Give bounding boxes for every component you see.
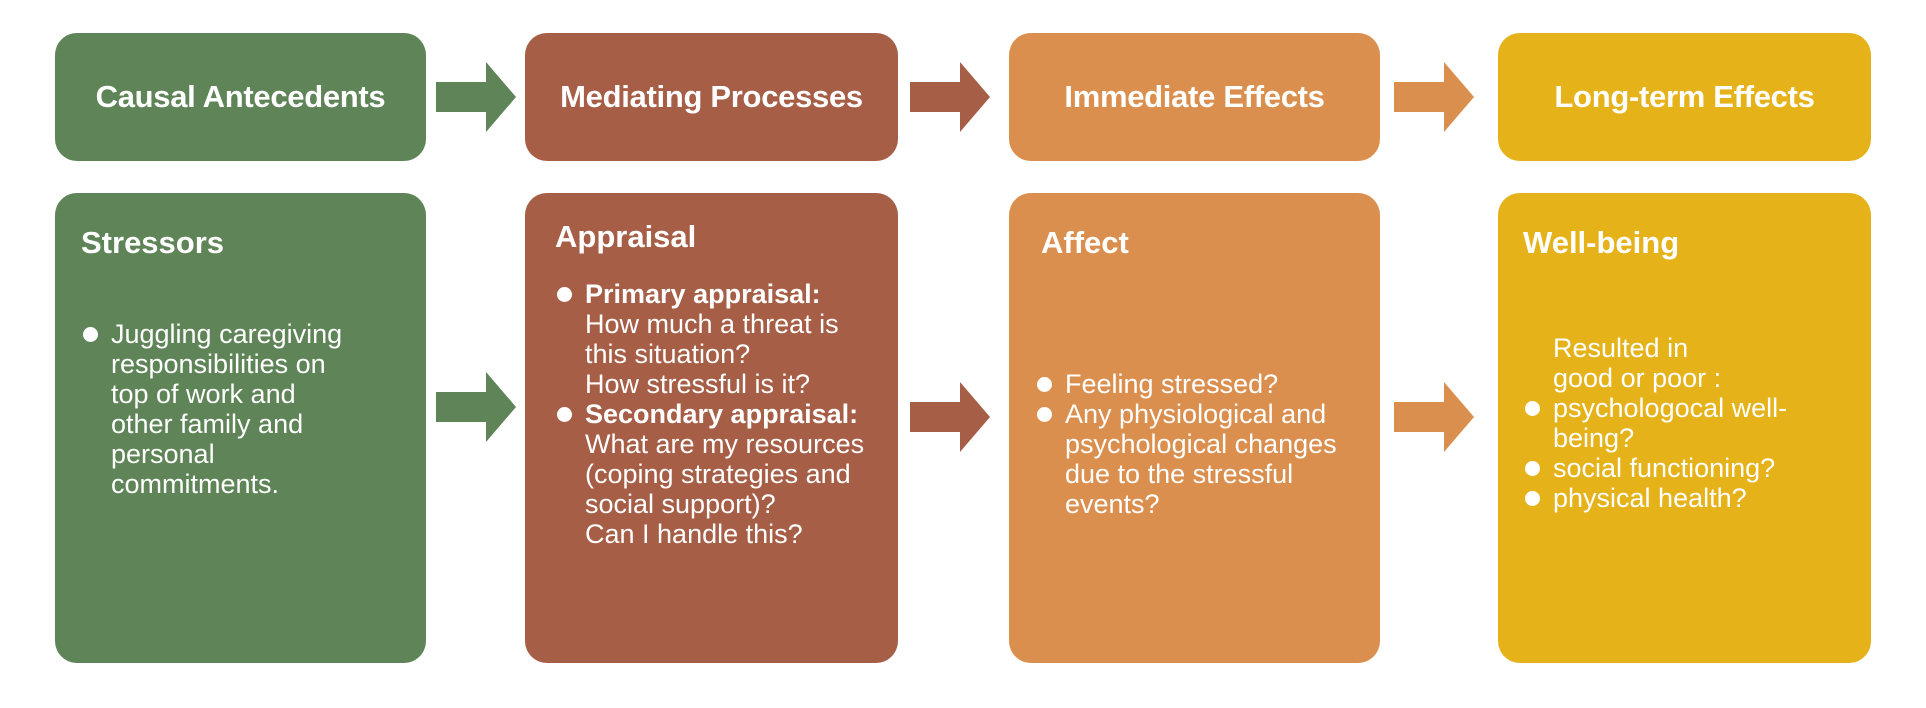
header-label: Long-term Effects bbox=[1554, 79, 1815, 114]
header-label: Causal Antecedents bbox=[95, 79, 386, 114]
header-mediating-processes: Mediating Processes bbox=[525, 33, 898, 161]
wellbeing-title: Well-being bbox=[1523, 225, 1680, 260]
header-long-term-effects: Long-term Effects bbox=[1498, 33, 1871, 161]
arrow-right-icon bbox=[436, 372, 516, 442]
list-item: Primary appraisal: How much a threat is … bbox=[555, 279, 874, 399]
bullet-icon bbox=[557, 407, 572, 422]
intro-text: Resulted in good or poor : bbox=[1523, 333, 1723, 393]
wellbeing-box: Well-being Resulted in good or poor : ps… bbox=[1498, 193, 1871, 663]
bullet-icon bbox=[1037, 377, 1052, 392]
arrow-right-icon bbox=[910, 382, 990, 452]
header-immediate-effects: Immediate Effects bbox=[1009, 33, 1380, 161]
list-item: physical health? bbox=[1523, 483, 1823, 513]
arrow-right-icon bbox=[436, 62, 516, 132]
bullet-icon bbox=[1037, 407, 1052, 422]
item-text: social functioning? bbox=[1553, 453, 1776, 483]
item-text: How much a threat is this situation? bbox=[585, 309, 839, 369]
header-label: Immediate Effects bbox=[1064, 79, 1325, 114]
item-text: Can I handle this? bbox=[585, 519, 803, 549]
arrow-right-icon bbox=[1394, 62, 1474, 132]
item-text: Any physiological and psychological chan… bbox=[1065, 399, 1337, 519]
affect-title: Affect bbox=[1041, 225, 1129, 260]
item-text: How stressful is it? bbox=[585, 369, 811, 399]
item-text: psychologocal well-being? bbox=[1553, 393, 1788, 453]
item-text: Juggling caregiving responsibilities on … bbox=[111, 319, 343, 499]
bullet-icon bbox=[557, 287, 572, 302]
stressors-box: Stressors Juggling caregiving responsibi… bbox=[55, 193, 426, 663]
list-item: Secondary appraisal: What are my resourc… bbox=[555, 399, 874, 549]
stressors-title: Stressors bbox=[81, 225, 225, 260]
item-text: physical health? bbox=[1553, 483, 1747, 513]
header-label: Mediating Processes bbox=[560, 79, 863, 114]
list-item: social functioning? bbox=[1523, 453, 1823, 483]
arrow-right-icon bbox=[1394, 382, 1474, 452]
arrow-right-icon bbox=[910, 62, 990, 132]
bullet-icon bbox=[1525, 461, 1540, 476]
item-label: Primary appraisal: bbox=[585, 279, 821, 309]
list-item: Any physiological and psychological chan… bbox=[1035, 399, 1345, 519]
affect-box: Affect Feeling stressed? Any physiologic… bbox=[1009, 193, 1380, 663]
item-text: Resulted in good or poor : bbox=[1553, 333, 1722, 393]
bullet-icon bbox=[83, 327, 98, 342]
list-item: Feeling stressed? bbox=[1035, 369, 1345, 399]
item-text: What are my resources (coping strategies… bbox=[585, 429, 865, 519]
list-item: psychologocal well-being? bbox=[1523, 393, 1793, 453]
appraisal-title: Appraisal bbox=[555, 219, 697, 254]
bullet-icon bbox=[1525, 491, 1540, 506]
bullet-icon bbox=[1525, 401, 1540, 416]
item-label: Secondary appraisal: bbox=[585, 399, 859, 429]
item-text: Feeling stressed? bbox=[1065, 369, 1279, 399]
header-causal-antecedents: Causal Antecedents bbox=[55, 33, 426, 161]
appraisal-box: Appraisal Primary appraisal: How much a … bbox=[525, 193, 898, 663]
list-item: Juggling caregiving responsibilities on … bbox=[81, 319, 351, 499]
